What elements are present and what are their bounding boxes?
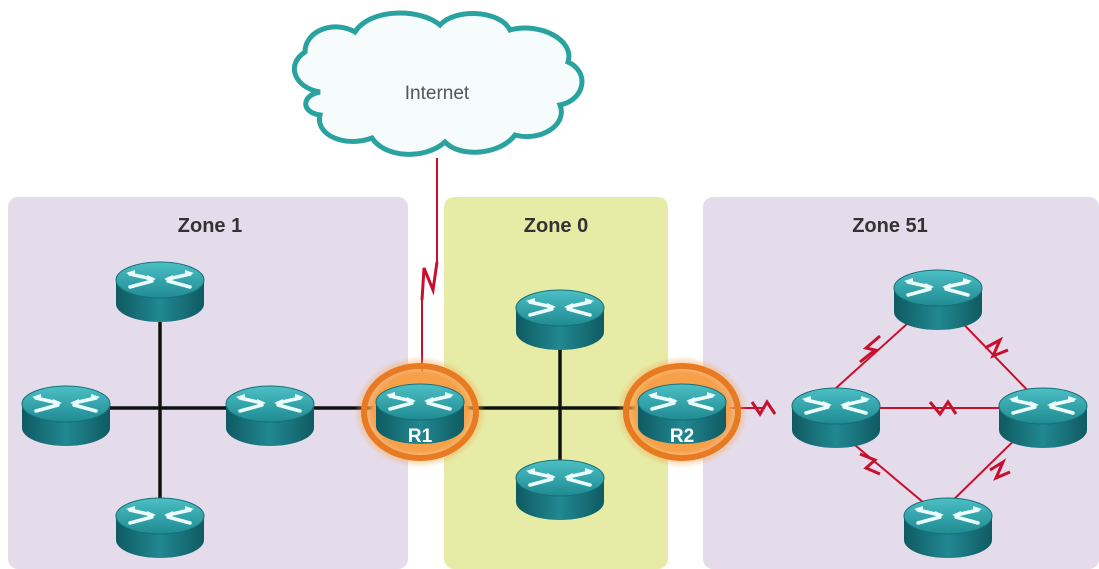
- router-icon: [114, 260, 206, 324]
- zone-51-label: Zone 51: [852, 215, 928, 237]
- router-icon: [902, 496, 994, 560]
- router-icon: [20, 384, 112, 448]
- router-icon: [514, 288, 606, 352]
- zone-1-area: [8, 197, 408, 569]
- zone-1-label: Zone 1: [178, 215, 242, 237]
- zone-51-area: [703, 197, 1099, 569]
- router-r1-label: R1: [408, 426, 433, 447]
- zone-0-area: [444, 197, 668, 569]
- zone-0-label: Zone 0: [524, 215, 588, 237]
- router-icon: [892, 268, 984, 332]
- router-r2: R2: [616, 356, 748, 468]
- router-icon: [997, 386, 1089, 450]
- router-icon: [224, 384, 316, 448]
- router-icon: [790, 386, 882, 450]
- router-r2-label: R2: [670, 426, 694, 447]
- cloud-icon: Internet: [291, 10, 585, 157]
- router-r1: R1: [354, 356, 486, 468]
- internet-serial-link: [420, 158, 439, 375]
- cloud-label: Internet: [405, 83, 470, 104]
- router-icon: [114, 496, 206, 560]
- router-icon: [514, 458, 606, 522]
